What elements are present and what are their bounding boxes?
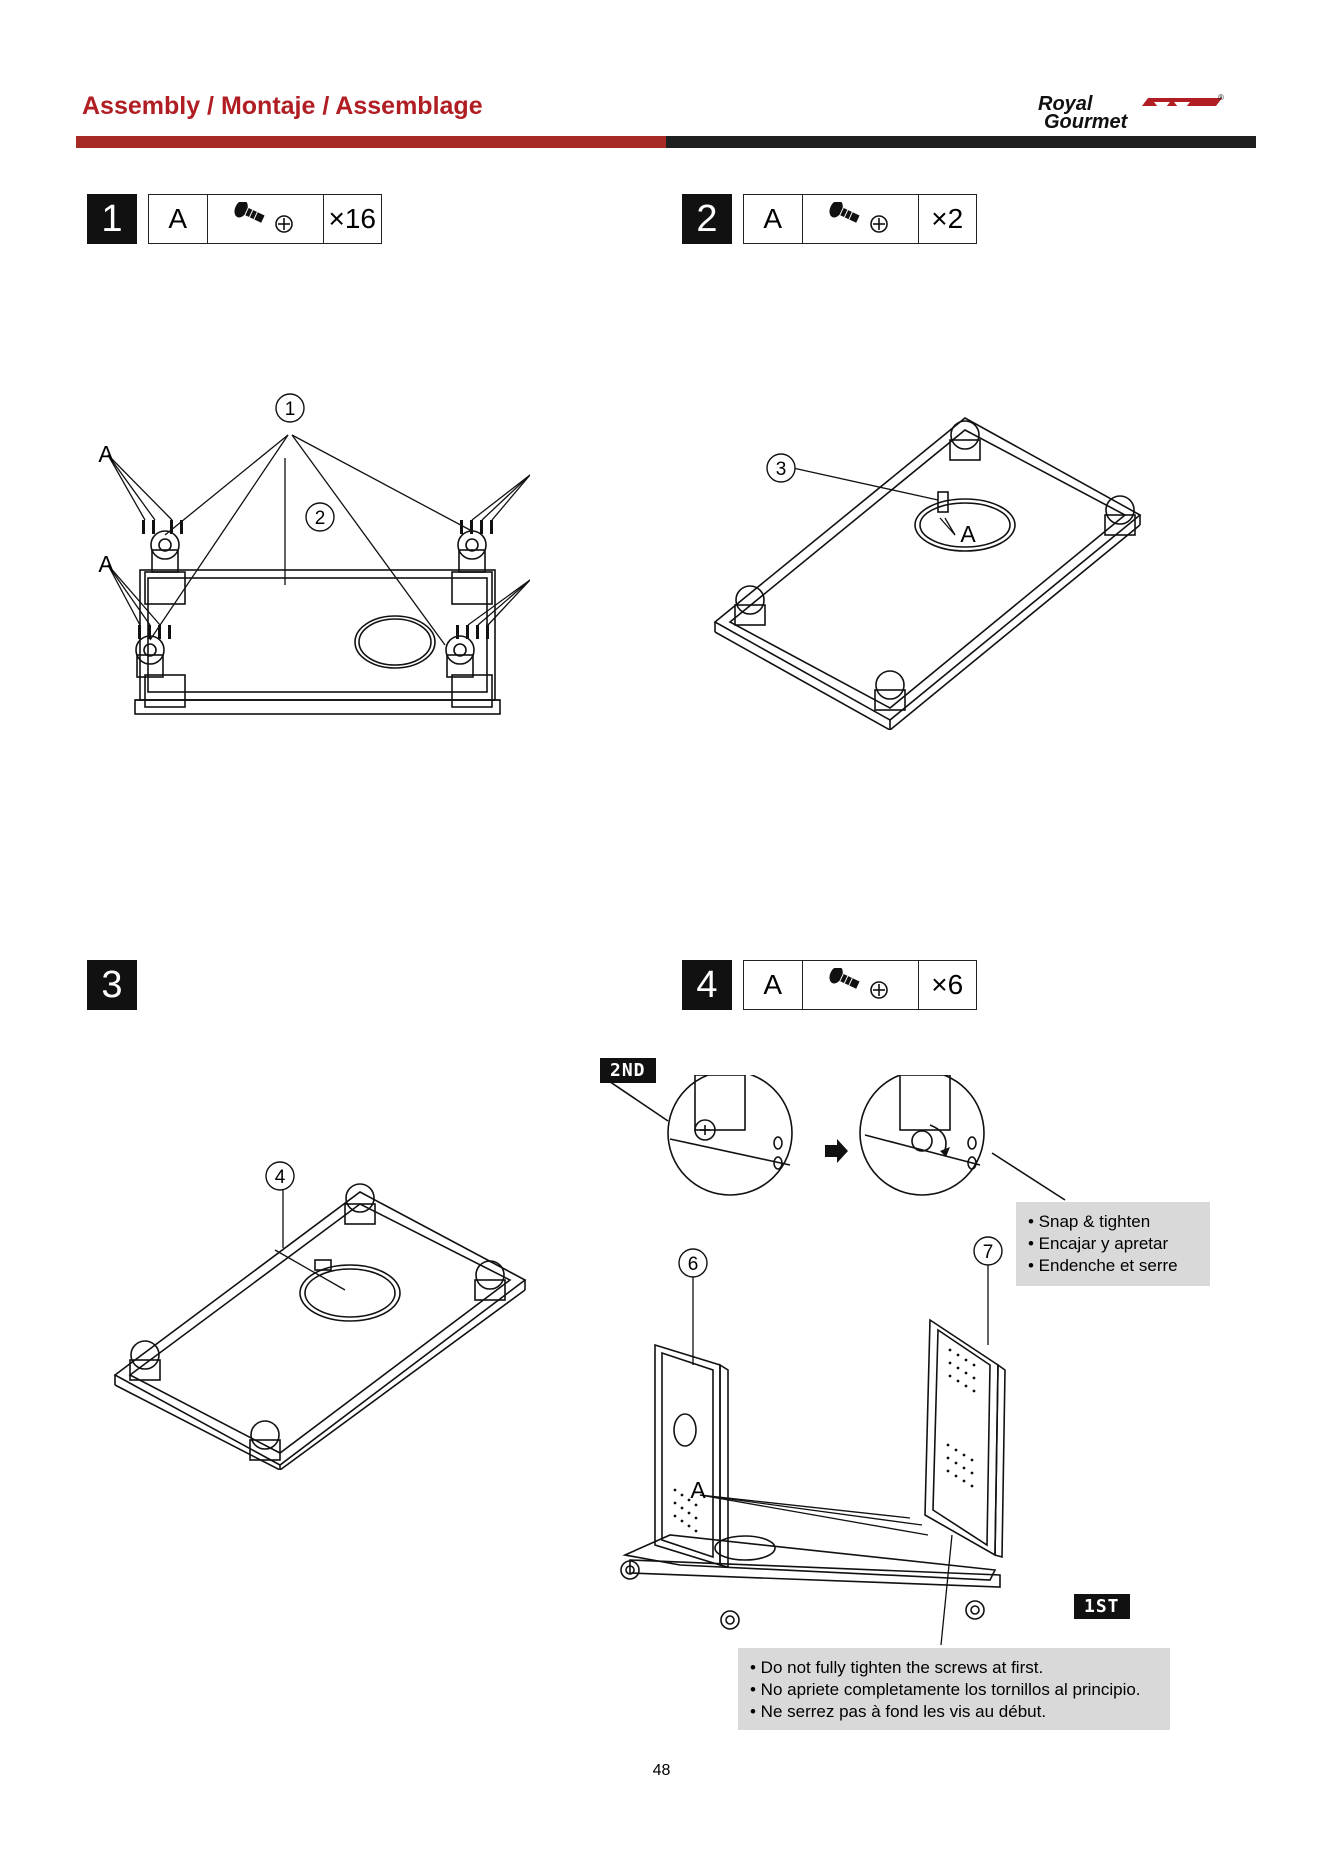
snap-tighten-callout: • Snap & tighten • Encajar y apretar • E… — [1016, 1202, 1210, 1286]
logo-registered-mark: ® — [1218, 93, 1224, 102]
detail-circle-before — [667, 1075, 793, 1196]
tighten-note-en: • Do not fully tighten the screws at fir… — [750, 1658, 1044, 1677]
snap-note-es: • Encajar y apretar — [1028, 1234, 1169, 1253]
step-4-number: 4 — [682, 960, 732, 1010]
tighten-note-fr: • Ne serrez pas à fond les vis au début. — [750, 1702, 1047, 1721]
snap-note-fr: • Endenche et serre — [1028, 1256, 1178, 1275]
side-panel-6 — [654, 1343, 721, 1567]
screw-icon — [803, 961, 919, 1009]
caster-wheel-icon — [1104, 495, 1136, 536]
part-quantity: ×16 — [328, 203, 377, 234]
corner-plate — [451, 674, 493, 708]
tank-opening — [299, 1264, 401, 1322]
base-frame-front-rail — [134, 699, 501, 715]
base-frame — [139, 569, 496, 701]
step-4-parts: A ×6 — [743, 960, 977, 1010]
panel-hole — [673, 1413, 697, 1447]
snap-note-en: • Snap & tighten — [1028, 1212, 1151, 1231]
callout-1: 1 — [285, 399, 296, 420]
logo-line-2: Gourmet — [1044, 111, 1129, 132]
callout-3: 3 — [776, 459, 787, 480]
header-bar-dark — [666, 136, 1256, 148]
part-letter: A — [744, 195, 803, 243]
caster-wheel-icon — [344, 1183, 376, 1225]
label-a: A — [960, 521, 976, 547]
part-letter: A — [744, 961, 803, 1009]
detail-circle-after — [859, 1075, 985, 1196]
step-2-parts: A ×2 — [743, 194, 977, 244]
rotate-arrow-icon — [940, 1147, 950, 1157]
caster-wheel-icon — [965, 1600, 985, 1620]
part-quantity: ×6 — [931, 969, 964, 1000]
tag-1st: 1ST — [1074, 1594, 1130, 1619]
label-a: A — [98, 551, 114, 577]
corner-plate — [144, 571, 186, 605]
part-quantity: ×2 — [931, 203, 964, 234]
page-title: Assembly / Montaje / Assemblage — [82, 92, 483, 120]
tank-opening — [914, 498, 1016, 552]
label-a: A — [98, 441, 114, 467]
caster-wheel-icon — [445, 635, 475, 678]
caster-wheel-icon — [720, 1610, 740, 1630]
bracket — [937, 491, 949, 513]
step-2-diagram: 3 A — [713, 417, 1142, 730]
brand-logo: Royal Gourmet ® — [1038, 93, 1224, 132]
step-4-detail-circles — [600, 1075, 1066, 1201]
tighten-warning-callout: • Do not fully tighten the screws at fir… — [738, 1648, 1170, 1730]
caster-wheel-icon — [150, 530, 180, 573]
caster-wheel-icon — [874, 670, 906, 711]
tighten-note-es: • No apriete completamente los tornillos… — [750, 1680, 1141, 1699]
tank-opening — [354, 615, 436, 669]
step-4-diagram: 6 7 A — [620, 1236, 1006, 1645]
callout-6: 6 — [688, 1254, 699, 1275]
step-1-parts: A ×16 — [148, 194, 382, 244]
caster-wheel-icon — [620, 1560, 640, 1580]
screw-icon — [208, 195, 324, 243]
arrow-right-icon — [825, 1139, 848, 1163]
caster-wheel-icon — [249, 1420, 281, 1461]
corner-plate — [451, 571, 493, 605]
caster-wheel-icon — [457, 530, 487, 573]
callout-4: 4 — [275, 1167, 286, 1188]
page-number: 48 — [652, 1762, 671, 1779]
step-2-number: 2 — [682, 194, 732, 244]
step-1-diagram: 1 2 A A A A — [98, 393, 530, 715]
callout-7: 7 — [983, 1242, 994, 1263]
regulator-bracket — [314, 1259, 332, 1271]
part-letter: A — [149, 195, 208, 243]
tank-opening — [714, 1535, 776, 1561]
logo-line-1: Royal — [1038, 93, 1093, 115]
screw-icon — [803, 195, 919, 243]
caster-wheel-icon — [949, 420, 981, 461]
step-3-diagram: 4 — [113, 1161, 527, 1470]
caster-wheel-icon — [734, 585, 766, 626]
corner-plate — [144, 674, 186, 708]
caster-wheel-icon — [474, 1260, 506, 1301]
caster-wheel-icon — [129, 1340, 161, 1381]
label-a: A — [690, 1477, 706, 1503]
tag-2nd: 2ND — [600, 1058, 656, 1083]
header-bar-red — [76, 136, 666, 148]
step-1-number: 1 — [87, 194, 137, 244]
step-3-number: 3 — [87, 960, 137, 1010]
callout-2: 2 — [315, 508, 326, 529]
